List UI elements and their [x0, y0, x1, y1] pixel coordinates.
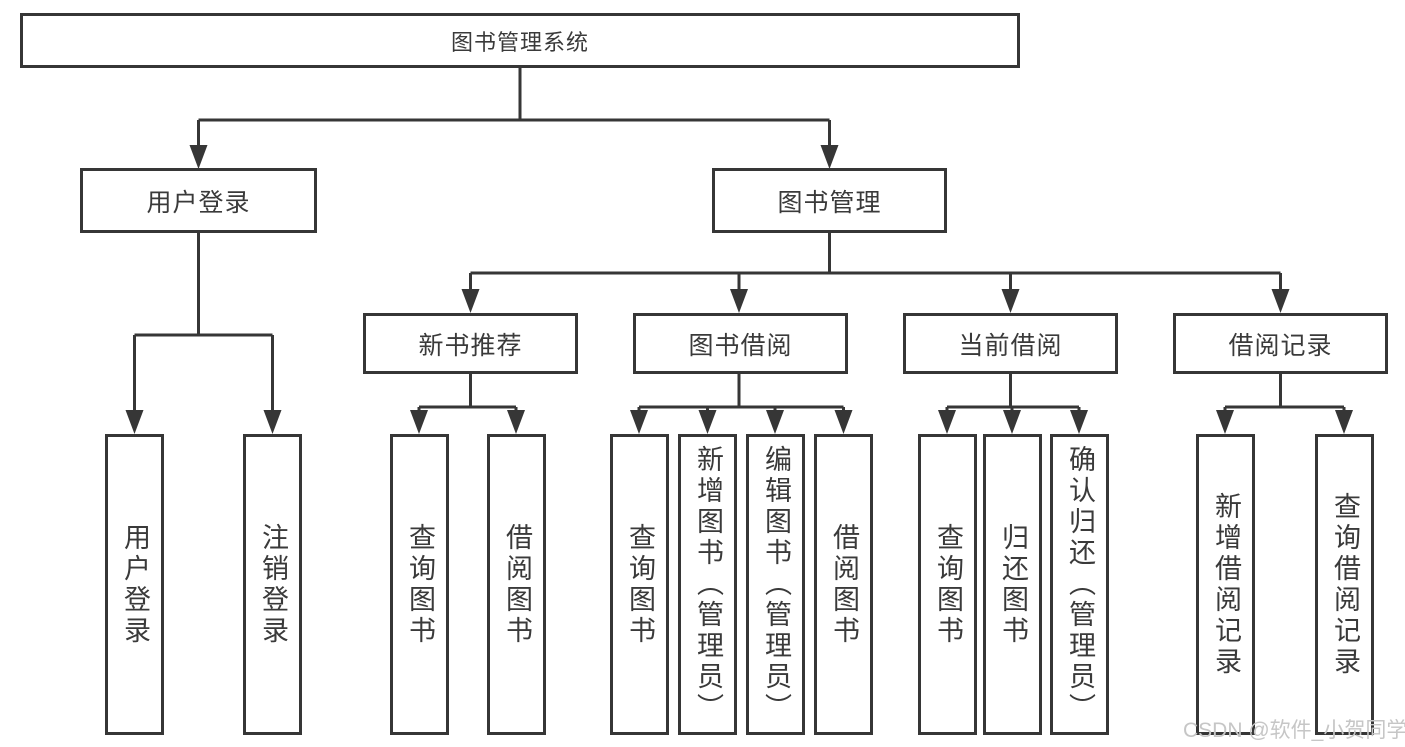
connector-current-borrow-to-leaves — [938, 374, 1088, 434]
leaf-query-books-borrow: 查询图书 — [610, 434, 669, 735]
node-current-borrow: 当前借阅 — [903, 313, 1118, 374]
leaf-query-books-current: 查询图书 — [918, 434, 977, 735]
leaf-borrow-books: 借阅图书 — [814, 434, 873, 735]
leaf-user-login: 用户登录 — [105, 434, 164, 735]
node-root: 图书管理系统 — [20, 13, 1020, 68]
connector-book-management-to-level3 — [461, 233, 1290, 313]
node-book-borrow: 图书借阅 — [633, 313, 848, 374]
connector-root-to-level2 — [189, 67, 839, 169]
watermark-text: CSDN @软件_小贺同学 — [1183, 719, 1405, 742]
leaf-edit-book-admin: 编辑图书（管理员） — [746, 434, 805, 735]
leaf-add-borrow-record: 新增借阅记录 — [1196, 434, 1255, 735]
leaf-borrow-books-recommend: 借阅图书 — [487, 434, 546, 735]
leaf-confirm-return-admin: 确认归还（管理员） — [1050, 434, 1109, 735]
connector-borrow-records-to-leaves — [1216, 374, 1353, 434]
node-user-login: 用户登录 — [80, 168, 317, 233]
connector-user-login-to-leaves — [125, 233, 282, 434]
node-book-management: 图书管理 — [712, 168, 947, 233]
connector-new-book-recommend-to-leaves — [410, 374, 525, 434]
leaf-add-book-admin: 新增图书（管理员） — [678, 434, 737, 735]
leaf-query-books-recommend: 查询图书 — [390, 434, 449, 735]
connector-book-borrow-to-leaves — [630, 374, 853, 434]
leaf-query-borrow-record: 查询借阅记录 — [1315, 434, 1374, 735]
leaf-logout: 注销登录 — [243, 434, 302, 735]
node-new-book-recommend: 新书推荐 — [363, 313, 578, 374]
leaf-return-book: 归还图书 — [983, 434, 1042, 735]
node-borrow-records: 借阅记录 — [1173, 313, 1388, 374]
